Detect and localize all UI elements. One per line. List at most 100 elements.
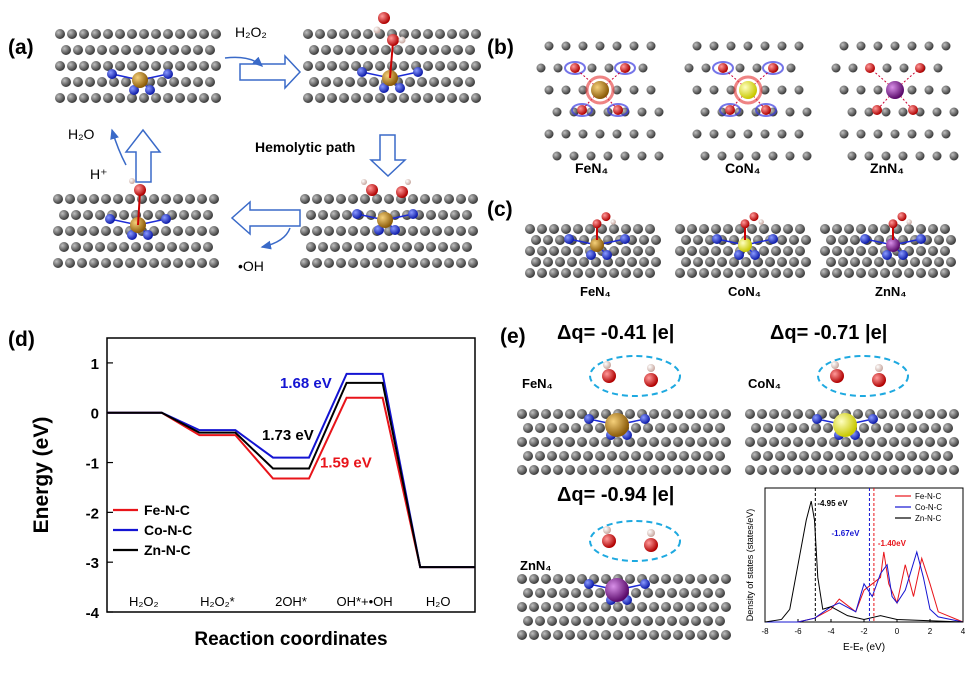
charge-lobe — [564, 61, 586, 75]
legend-entry: Fe-N-C — [144, 502, 190, 518]
nitrogen-atom — [620, 234, 630, 244]
carbon-atom — [692, 85, 702, 95]
hydrogen-atom — [831, 361, 839, 369]
hydrogen-atom — [398, 36, 406, 44]
a-slab-4 — [53, 194, 219, 268]
carbon-atom — [794, 41, 804, 51]
carbon-atom — [848, 63, 858, 73]
charge-lobe — [585, 75, 615, 105]
dos-x-tick-label: 0 — [895, 627, 900, 636]
carbon-atom — [743, 41, 753, 51]
e-znn4-label: ZnN₄ — [520, 558, 552, 573]
carbon-atom — [569, 151, 579, 161]
carbon-atom — [734, 151, 744, 161]
carbon-atom — [898, 151, 908, 161]
hydrogen-atom — [603, 526, 611, 534]
arrow-up-left — [124, 128, 162, 183]
nitrogen-atom — [584, 579, 594, 589]
carbon-atom — [646, 129, 656, 139]
dband-center-annotation: -1.67eV — [831, 529, 860, 538]
carbon-atom — [924, 129, 934, 139]
nitrogen-atom — [390, 225, 400, 235]
h2o-out-arrow — [110, 128, 127, 166]
hydrogen-atom — [906, 219, 912, 225]
y-tick-label: 0 — [91, 406, 99, 423]
zn-charge-transfer: Δq= -0.94 |e| — [557, 484, 675, 506]
oxygen-atom — [387, 34, 399, 46]
metal-atom — [591, 81, 609, 99]
carbon-atom — [941, 41, 951, 51]
carbon-atom — [768, 151, 778, 161]
b-fen4-structure — [536, 41, 664, 161]
panel-c-label: (c) — [487, 198, 513, 221]
carbon-atom — [595, 129, 605, 139]
charge-lobe — [571, 103, 593, 117]
carbon-atom — [898, 107, 908, 117]
metal-atom — [833, 413, 857, 437]
y-tick-label: 1 — [91, 356, 99, 373]
carbon-atom — [595, 41, 605, 51]
carbon-atom — [561, 41, 571, 51]
co-charge-transfer: Δq= -0.71 |e| — [770, 322, 888, 344]
nitrogen-site — [718, 63, 728, 73]
adsorbate-highlight-ellipse — [589, 355, 681, 397]
e-fe-adsorbates — [589, 355, 681, 397]
hydrogen-atom — [875, 364, 883, 372]
carbon-atom — [578, 85, 588, 95]
nitrogen-atom — [602, 250, 612, 260]
dband-center-annotation: -4.95 eV — [817, 499, 848, 508]
carbon-atom — [932, 107, 942, 117]
nitrogen-site — [577, 105, 587, 115]
arrow-left-bottom — [230, 200, 301, 236]
nitrogen-site — [908, 105, 918, 115]
y-axis-label: Energy (eV) — [30, 417, 53, 534]
dos-x-tick-label: -8 — [761, 627, 769, 636]
nitrogen-atom — [105, 214, 115, 224]
e-fe-slab — [517, 409, 731, 475]
carbon-atom — [692, 41, 702, 51]
nitrogen-site — [570, 63, 580, 73]
a-h2o2-adsorbate — [373, 12, 406, 79]
dos-x-tick-label: 2 — [928, 627, 933, 636]
carbon-atom — [726, 85, 736, 95]
dband-center-annotation: -1.40eV — [878, 539, 907, 548]
nitrogen-atom — [163, 69, 173, 79]
carbon-atom — [890, 129, 900, 139]
barrier-annotation: 1.73 eV — [262, 427, 314, 444]
carbon-atom — [777, 129, 787, 139]
barrier-annotation: 1.68 eV — [280, 375, 332, 392]
c-fe-ooh — [592, 212, 616, 240]
oxygen-atom — [897, 212, 907, 222]
y-tick-label: -4 — [86, 605, 100, 622]
carbon-atom — [751, 151, 761, 161]
hydrogen-atom — [647, 364, 655, 372]
arrow-down-right — [369, 134, 407, 178]
c-fen4-label: FeN₄ — [580, 284, 611, 299]
oxygen-atom — [644, 538, 658, 552]
oxygen-atom — [644, 373, 658, 387]
h2o2-in-arrow — [224, 56, 264, 68]
carbon-atom — [856, 41, 866, 51]
metal-atom — [738, 238, 752, 252]
carbon-atom — [629, 129, 639, 139]
carbon-atom — [864, 151, 874, 161]
carbon-atom — [586, 151, 596, 161]
legend-entry: Co-N-C — [144, 522, 192, 538]
carbon-atom — [873, 129, 883, 139]
nitrogen-atom — [352, 209, 362, 219]
carbon-atom — [881, 151, 891, 161]
carbon-atom — [831, 63, 841, 73]
carbon-atom — [907, 85, 917, 95]
a-slab-2 — [303, 29, 481, 103]
panel-a-label: (a) — [8, 36, 34, 59]
nitrogen-atom — [129, 85, 139, 95]
carbon-atom — [864, 107, 874, 117]
carbon-atom — [717, 151, 727, 161]
charge-lobe — [719, 103, 741, 117]
dos-x-tick-label: 4 — [961, 627, 966, 636]
nitrogen-atom — [768, 234, 778, 244]
carbon-atom — [646, 41, 656, 51]
a-fe-site-2 — [357, 67, 423, 93]
nitrogen-atom — [127, 230, 137, 240]
c-co-ooh — [740, 212, 764, 240]
